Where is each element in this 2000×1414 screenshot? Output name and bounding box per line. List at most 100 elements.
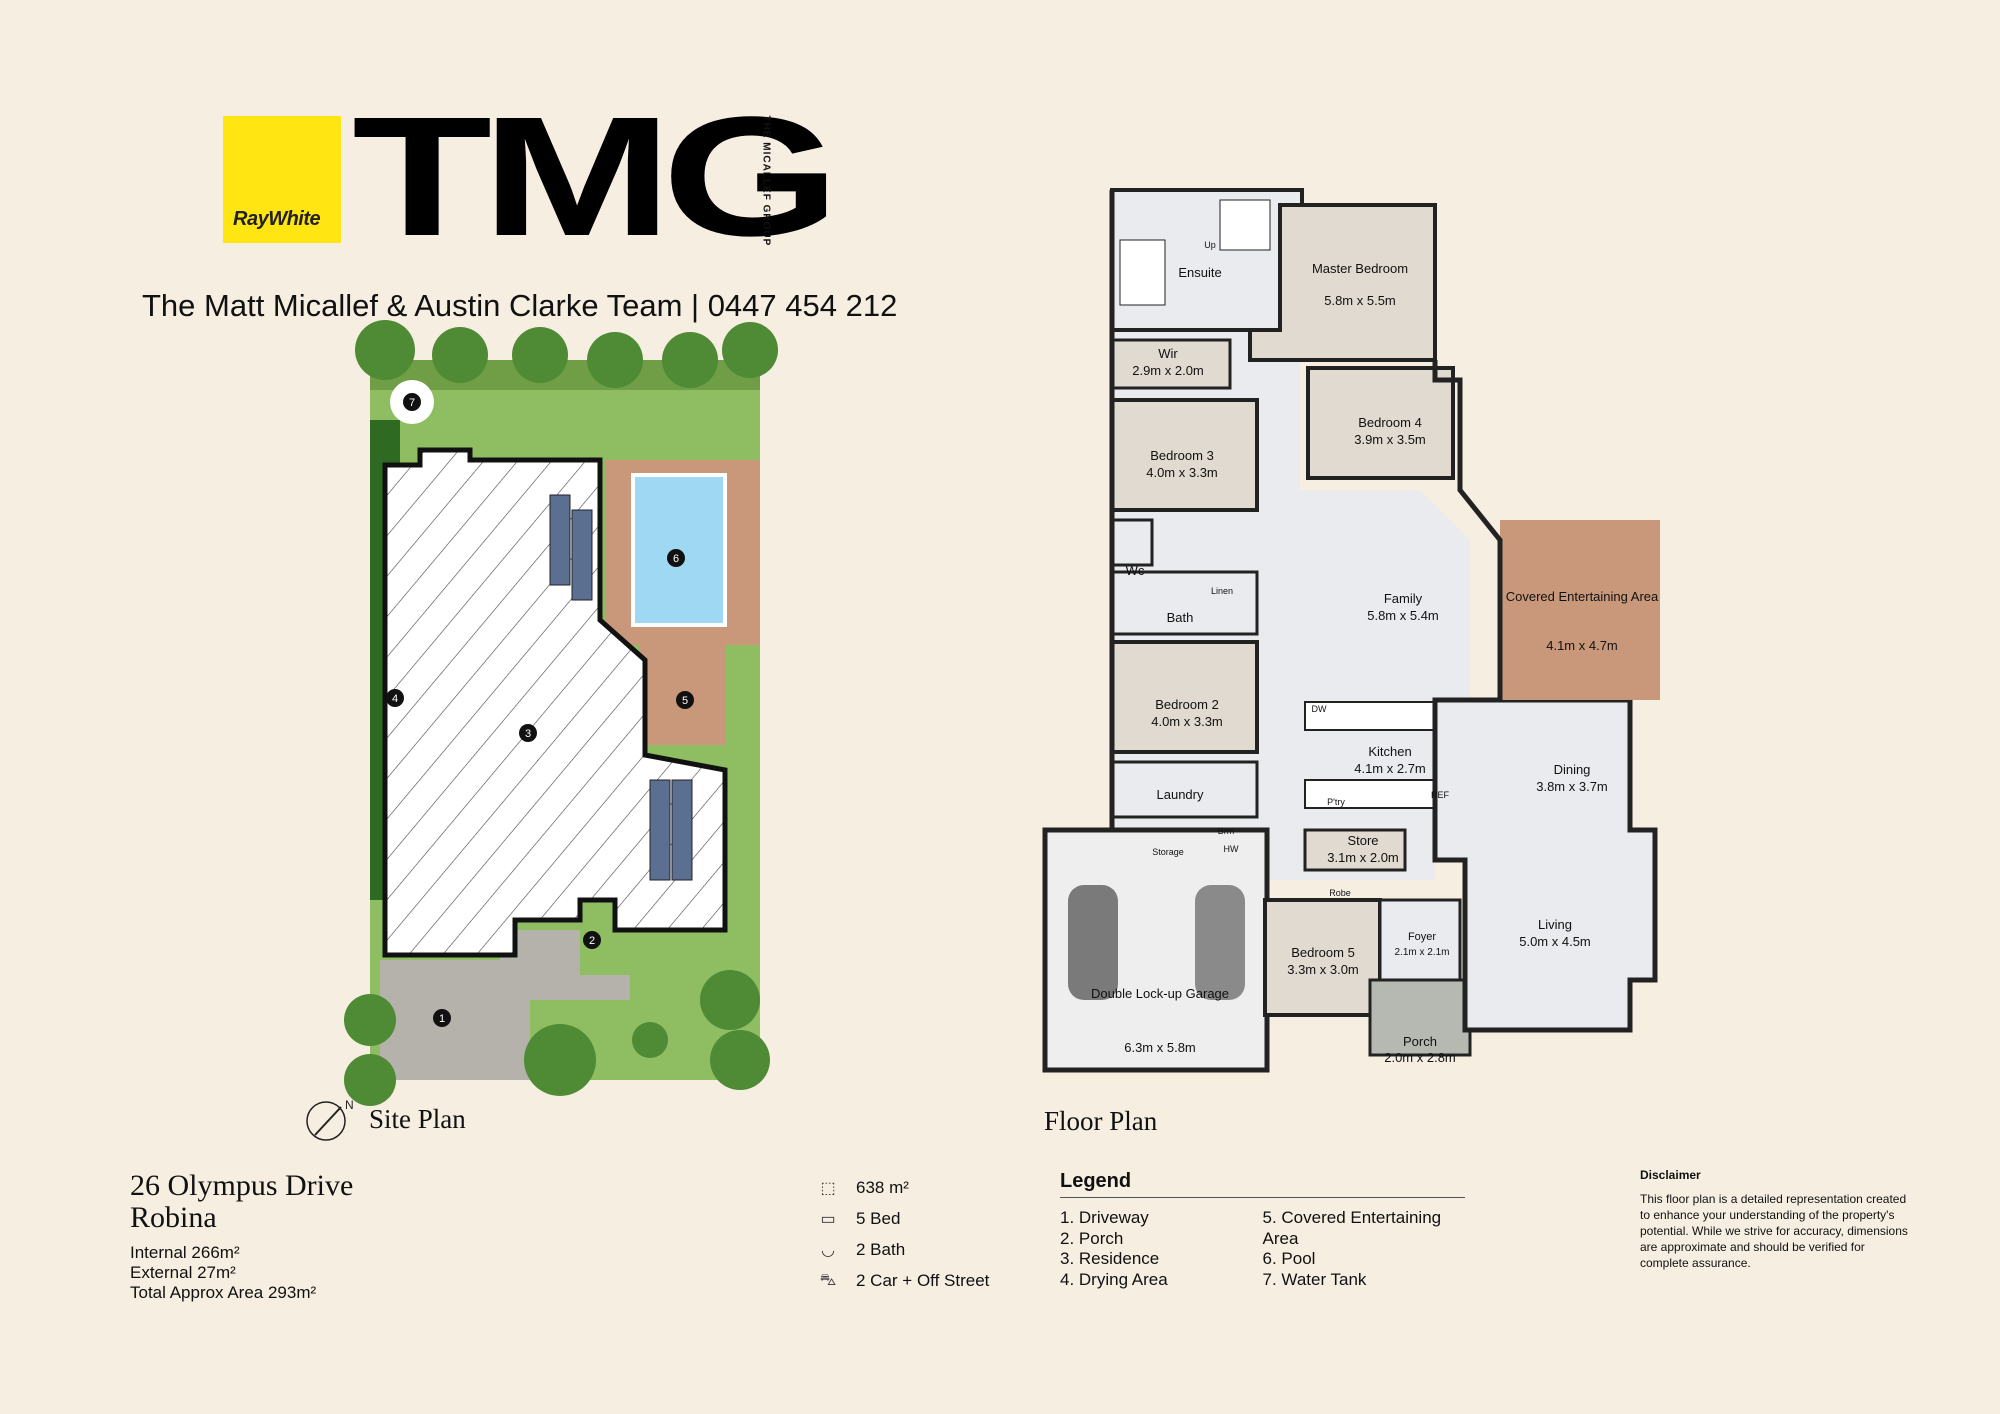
disclaimer-text: This floor plan is a detailed representa… [1640, 1192, 1908, 1270]
residence [382, 447, 728, 958]
compass-icon: N [306, 1098, 354, 1141]
area-internal: Internal 266m² [130, 1243, 240, 1262]
car-icon [1195, 885, 1245, 1000]
raywhite-logo: RayWhite [223, 116, 341, 243]
marker-6: 6 [673, 553, 679, 565]
land-icon: ⬚ [820, 1179, 836, 1197]
dims-living: 5.0m x 4.5m [1519, 934, 1591, 949]
label-laundry: Laundry [1157, 787, 1204, 802]
dims-porch: 2.0m x 2.8m [1384, 1050, 1456, 1065]
dims-bedroom-3: 4.0m x 3.3m [1146, 465, 1218, 480]
wir-room [1110, 338, 1232, 390]
dims-garage: 6.3m x 5.8m [1124, 1040, 1196, 1055]
dims-kitchen: 4.1m x 2.7m [1354, 761, 1426, 776]
label-robe: Robe [1329, 888, 1351, 898]
label-wc: Wc [1126, 563, 1145, 578]
dims-store: 3.1m x 2.0m [1327, 850, 1399, 865]
master-bedroom [1248, 203, 1437, 362]
label-garage: Double Lock-up Garage [1091, 986, 1229, 1001]
label-hw: HW [1224, 844, 1239, 854]
room-labels: Ensuite Master Bedroom 5.8m x 5.5m Wir 2… [1091, 261, 1659, 1065]
marker-5: 5 [682, 695, 688, 707]
dims-dining: 3.8m x 3.7m [1536, 779, 1608, 794]
site-plan-title: Site Plan [369, 1104, 466, 1134]
shower-icon [1219, 199, 1271, 251]
team-contact: The Matt Micallef & Austin Clarke Team |… [142, 288, 898, 323]
store-room [1303, 828, 1407, 872]
bed-icon: ▭ [820, 1210, 836, 1228]
stat-bed-label: 5 Bed [856, 1208, 901, 1228]
stat-land-label: 638 m² [856, 1177, 909, 1197]
areas: Internal 266m² External 27m² Total Appro… [130, 1243, 316, 1303]
stat-bed: ▭ 5 Bed [814, 1203, 989, 1234]
bath-room [1110, 570, 1259, 636]
label-dining: Dining [1554, 762, 1591, 777]
wc-room [1110, 518, 1154, 567]
disclaimer: Disclaimer This floor plan is a detailed… [1640, 1167, 1908, 1271]
dims-covered-entertaining: 4.1m x 4.7m [1546, 638, 1618, 653]
car-icon [1068, 885, 1118, 1000]
tmg-logo: TMG [352, 82, 840, 272]
label-bedroom-2: Bedroom 2 [1155, 697, 1219, 712]
label-foyer: Foyer [1408, 931, 1436, 943]
porch-path [500, 930, 630, 1000]
marker-7: 7 [409, 397, 415, 409]
address: 26 Olympus Drive Robina [130, 1170, 353, 1234]
label-storage: Storage [1152, 847, 1184, 857]
label-store: Store [1347, 833, 1378, 848]
label-bedroom-4: Bedroom 4 [1358, 415, 1422, 430]
bath-icon: ◡ [821, 1241, 835, 1259]
legend-title: Legend [1060, 1170, 1465, 1198]
label-bedroom-3: Bedroom 3 [1150, 448, 1214, 463]
label-linen: Linen [1211, 586, 1233, 596]
stat-bath: ◡ 2 Bath [814, 1234, 989, 1265]
legend-item: 6. Pool [1262, 1249, 1316, 1268]
solar-panel [571, 509, 593, 601]
dining-living [1432, 697, 1658, 1033]
porch [1368, 978, 1472, 1057]
dims-bedroom-2: 4.0m x 3.3m [1151, 714, 1223, 729]
label-bedroom-5: Bedroom 5 [1291, 945, 1355, 960]
palm-trees [344, 320, 778, 1106]
car-icon: ⛍ [819, 1271, 837, 1289]
property-stats: ⬚638 m² ▭5 Bed ◡2 Bath ⛍2 Car + Off Stre… [814, 1172, 990, 1296]
legend-item: 5. Covered Entertaining Area [1262, 1208, 1442, 1248]
floor-plan-title: Floor Plan [1044, 1106, 1158, 1136]
dims-bedroom-5: 3.3m x 3.0m [1287, 962, 1359, 977]
label-kitchen: Kitchen [1368, 744, 1411, 759]
svg-text:N: N [345, 1098, 354, 1112]
label-living: Living [1538, 917, 1572, 932]
bedroom-3 [1110, 398, 1259, 512]
group-logo: THE MICALLEF GROUP [758, 115, 774, 247]
bedroom-5 [1263, 898, 1382, 1017]
disclaimer-title: Disclaimer [1640, 1168, 1701, 1182]
dims-bedroom-4: 3.9m x 3.5m [1354, 432, 1426, 447]
label-bath: Bath [1167, 610, 1194, 625]
label-family: Family [1384, 591, 1423, 606]
label-ptry: P'try [1327, 797, 1345, 807]
label-up: Up [1204, 240, 1216, 250]
dims-family: 5.8m x 5.4m [1367, 608, 1439, 623]
shower-icon [1119, 239, 1166, 306]
area-external: External 27m² [130, 1263, 236, 1282]
group-label: THE MICALLEF GROUP [760, 115, 772, 247]
legend-item: 7. Water Tank [1262, 1269, 1367, 1289]
legend-item: 1. Driveway [1060, 1208, 1149, 1227]
marker-1: 1 [439, 1013, 445, 1025]
marker-4: 4 [392, 693, 398, 705]
stat-bath-label: 2 Bath [856, 1239, 906, 1259]
legend-item: 3. Residence [1060, 1249, 1160, 1268]
floor-plan: Ensuite Master Bedroom 5.8m x 5.5m Wir 2… [1042, 188, 1660, 1073]
label-porch: Porch [1403, 1034, 1437, 1049]
solar-panel [649, 779, 671, 881]
label-wir: Wir [1158, 346, 1178, 361]
legend: Legend 1. Driveway 2. Porch 3. Residence… [1060, 1170, 1465, 1290]
site-markers: 1 2 3 4 5 6 7 [386, 393, 694, 1027]
legend-item: 4. Drying Area [1060, 1269, 1168, 1289]
kitchen-bench [1304, 701, 1451, 731]
solar-panel [549, 494, 571, 586]
raywhite-label: RayWhite [233, 208, 321, 230]
stat-land: ⬚ 638 m² [814, 1172, 989, 1203]
legend-item: 2. Porch [1060, 1228, 1124, 1248]
laundry-room [1110, 760, 1259, 819]
